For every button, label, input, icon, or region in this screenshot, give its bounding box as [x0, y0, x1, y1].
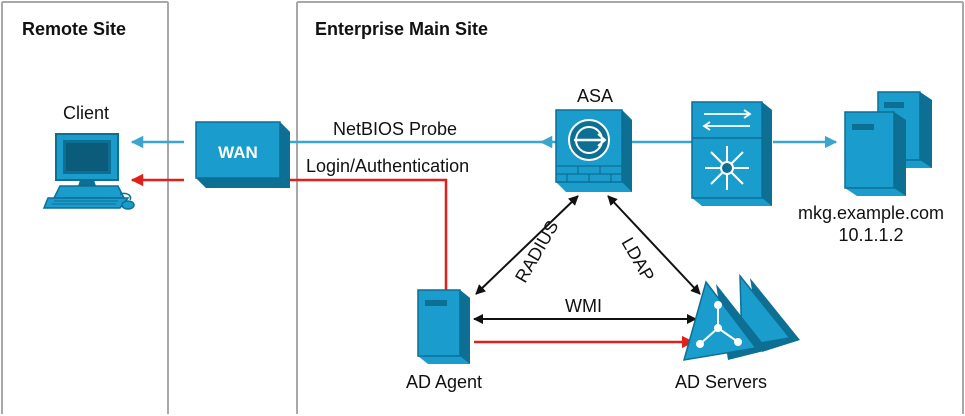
- remote-site-title: Remote Site: [22, 19, 126, 39]
- radius-link: [475, 195, 579, 295]
- client-pc-icon: [42, 133, 135, 210]
- ldap-link: [607, 195, 701, 295]
- layer3-switch-icon: [691, 101, 772, 206]
- ad-agent-label: AD Agent: [406, 372, 482, 392]
- ldap-label: LDAP: [618, 234, 659, 285]
- server-icon: [844, 91, 932, 196]
- server-ip: 10.1.1.2: [838, 225, 903, 245]
- wan-icon: [195, 121, 290, 188]
- remote-site-zone: [1, 1, 169, 414]
- wan-label: WAN: [218, 143, 258, 162]
- client-label: Client: [63, 103, 109, 123]
- login-auth-label: Login/Authentication: [306, 156, 469, 176]
- netbios-probe-label: NetBIOS Probe: [333, 119, 457, 139]
- asa-firewall-icon: [555, 109, 632, 192]
- asa-label: ASA: [577, 86, 613, 106]
- server-hostname: mkg.example.com: [798, 203, 944, 223]
- wmi-label: WMI: [565, 296, 602, 316]
- enterprise-site-zone: [296, 1, 964, 414]
- ad-servers-icon: [682, 273, 800, 361]
- ad-servers-label: AD Servers: [675, 372, 767, 392]
- ad-agent-server-icon: [417, 289, 470, 364]
- login-auth-line: [286, 178, 448, 290]
- enterprise-site-title: Enterprise Main Site: [315, 19, 488, 39]
